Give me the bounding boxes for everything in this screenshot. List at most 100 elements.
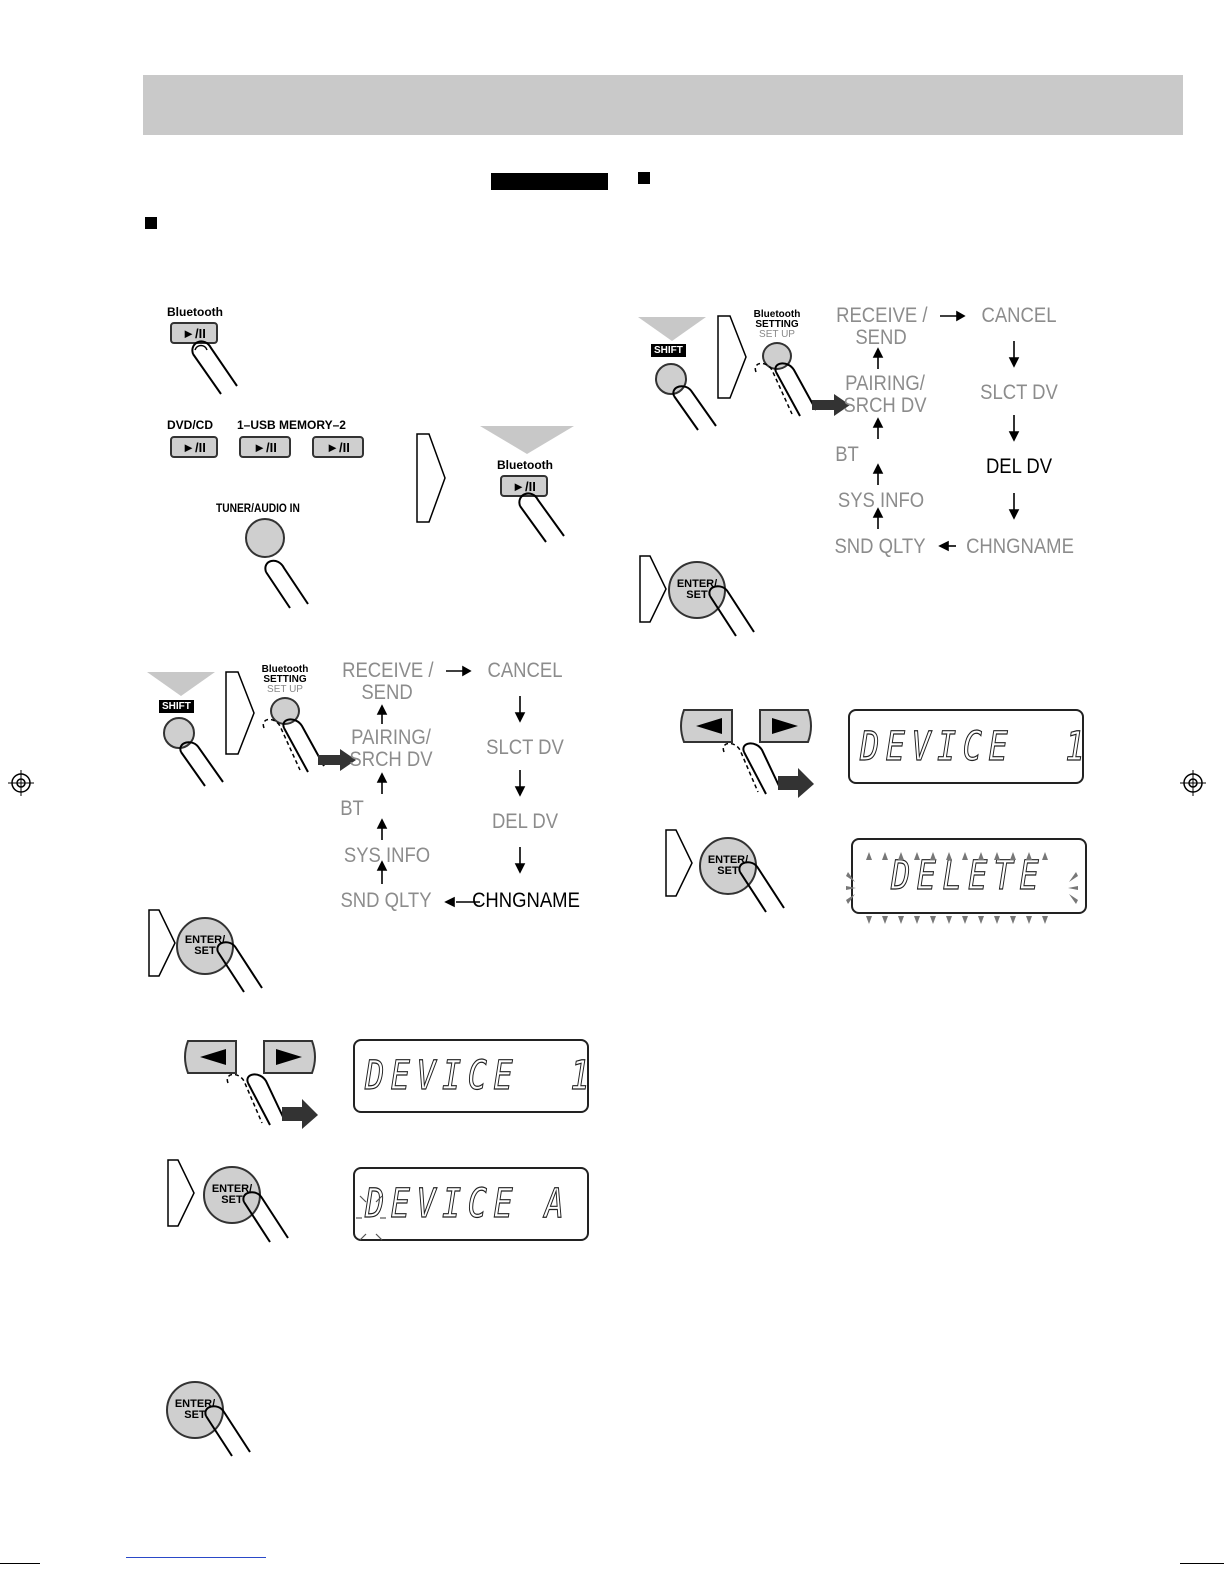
shift-button[interactable] — [163, 717, 195, 749]
shift-label: SHIFT — [651, 344, 686, 357]
menu-cycle-arrows — [872, 310, 1020, 552]
usb-memory-label: 1–USB MEMORY–2 — [237, 418, 346, 432]
section-tab — [491, 173, 608, 190]
menu-chngname: CHNGNAME — [966, 535, 1074, 558]
menu-cycle-arrows — [376, 665, 526, 908]
tuner-audio-in-label: TUNER/AUDIO IN — [216, 501, 300, 515]
step-chevron-icon — [225, 671, 255, 755]
shift-label: SHIFT — [159, 700, 194, 713]
enter-set-line1: ENTER/ — [184, 934, 226, 946]
press-arrow-icon — [147, 672, 215, 696]
blink-cursor-icon — [356, 1195, 386, 1241]
menu-sys-info: SYS INFO — [837, 489, 925, 512]
enter-set-line1: ENTER/ — [707, 854, 749, 866]
footer-rule-left — [0, 1563, 40, 1564]
finger-icon — [708, 585, 755, 637]
bluetooth-label: Bluetooth — [167, 305, 223, 319]
registration-mark-icon — [8, 770, 34, 796]
bt-setting-line3: SET UP — [267, 684, 303, 695]
menu-receive-send: RECEIVE / SEND — [836, 304, 928, 349]
menu-receive-send-line2: SEND — [361, 681, 413, 704]
enter-set-line2: SET — [184, 1409, 206, 1421]
menu-bt: BT — [835, 443, 859, 466]
finger-icon — [672, 385, 717, 431]
usb1-play-pause-button[interactable]: ►/II — [239, 436, 291, 458]
registration-mark-icon — [1180, 770, 1206, 796]
blink-rays-icon — [846, 852, 1078, 924]
shift-button[interactable] — [655, 363, 687, 395]
footer-rule-right — [1180, 1563, 1224, 1564]
menu-pairing-line1: PAIRING/ — [351, 726, 431, 749]
finger-icon — [264, 559, 309, 609]
lcd-display-device-1: DEVICE 1 — [353, 1039, 590, 1113]
menu-bt: BT — [340, 797, 364, 820]
menu-chngname-active: CHNGNAME — [472, 889, 580, 912]
right-arrow-icon[interactable] — [760, 706, 812, 746]
menu-pairing: PAIRING/ SRCH DV — [837, 373, 934, 417]
lcd-display-device-1: DEVICE 1 — [848, 709, 1085, 784]
selector-arrow-icon — [812, 394, 850, 416]
enter-set-button[interactable]: ENTER/ SET — [176, 917, 234, 975]
finger-icon — [216, 941, 263, 993]
bt-setting-line3: SET UP — [759, 329, 795, 340]
bt-setting-line2: SETTING — [755, 319, 799, 330]
enter-set-line2: SET — [717, 865, 739, 877]
dvd-cd-play-pause-button[interactable]: ►/II — [170, 436, 218, 458]
left-right-buttons — [680, 709, 812, 743]
press-arrow-icon — [638, 317, 706, 341]
finger-icon — [738, 861, 785, 913]
bt-setting-label: Bluetooth SETTING SET UP — [748, 310, 806, 340]
dvd-cd-label: DVD/CD — [167, 418, 214, 432]
menu-cancel: CANCEL — [981, 304, 1057, 327]
right-arrow-icon[interactable] — [264, 1037, 316, 1077]
menu-pairing-line2: SRCH DV — [843, 394, 927, 417]
menu-receive-send: RECEIVE / SEND — [342, 659, 434, 704]
step-chevron-icon — [717, 315, 747, 399]
bullet-square-right — [638, 172, 650, 184]
lcd-display-device-a: DEVICE A — [353, 1167, 589, 1241]
menu-sys-info: SYS INFO — [343, 844, 431, 867]
finger-icon — [754, 362, 817, 417]
left-arrow-icon[interactable] — [184, 1037, 236, 1077]
bluetooth-label: Bluetooth — [497, 458, 553, 472]
bluetooth-play-pause-button-pressed[interactable]: ►/II — [500, 475, 548, 497]
finger-icon — [518, 492, 565, 543]
menu-del-dv-active: DEL DV — [985, 455, 1053, 478]
enter-set-line1: ENTER/ — [211, 1183, 253, 1195]
step-chevron-icon — [167, 1159, 195, 1227]
enter-set-line1: ENTER/ — [174, 1398, 216, 1410]
bt-setting-button[interactable] — [762, 342, 792, 370]
finger-icon — [226, 1073, 318, 1129]
enter-set-button[interactable]: ENTER/ SET — [668, 561, 726, 619]
left-right-buttons — [184, 1040, 316, 1074]
menu-snd-qlty: SND QLTY — [340, 889, 432, 912]
step-chevron-icon — [665, 829, 693, 897]
menu-pairing-line2: SRCH DV — [349, 748, 433, 771]
left-arrow-icon[interactable] — [680, 706, 732, 746]
menu-snd-qlty: SND QLTY — [834, 535, 926, 558]
menu-receive-send-line1: RECEIVE / — [342, 659, 434, 682]
finger-icon — [191, 340, 238, 395]
step-chevron-icon — [639, 555, 667, 623]
menu-pairing: PAIRING/ SRCH DV — [343, 727, 440, 771]
menu-del-dv: DEL DV — [491, 810, 559, 833]
enter-set-button[interactable]: ENTER/ SET — [203, 1166, 261, 1224]
enter-set-line2: SET — [194, 945, 216, 957]
tuner-audio-in-button[interactable] — [245, 518, 285, 558]
finger-icon — [242, 1191, 289, 1243]
section-header-bar — [143, 75, 1183, 135]
usb2-play-pause-button[interactable]: ►/II — [312, 436, 364, 458]
lcd-text-device-1: DEVICE 1 — [365, 1052, 596, 1099]
press-arrow-icon — [480, 426, 574, 454]
menu-slct-dv: SLCT DV — [486, 736, 564, 759]
menu-slct-dv: SLCT DV — [980, 381, 1058, 404]
bt-setting-label: Bluetooth SETTING SET UP — [256, 665, 314, 695]
menu-receive-send-line1: RECEIVE / — [836, 304, 928, 327]
lcd-text-device-a: DEVICE A — [365, 1180, 571, 1227]
bt-setting-line1: Bluetooth — [753, 309, 801, 320]
lcd-display-delete: DELETE — [851, 838, 1087, 914]
finger-icon — [179, 741, 224, 787]
lcd-text-device-1: DEVICE 1 — [860, 723, 1091, 770]
bluetooth-play-pause-button[interactable]: ►/II — [170, 322, 218, 344]
finger-icon — [262, 718, 325, 773]
